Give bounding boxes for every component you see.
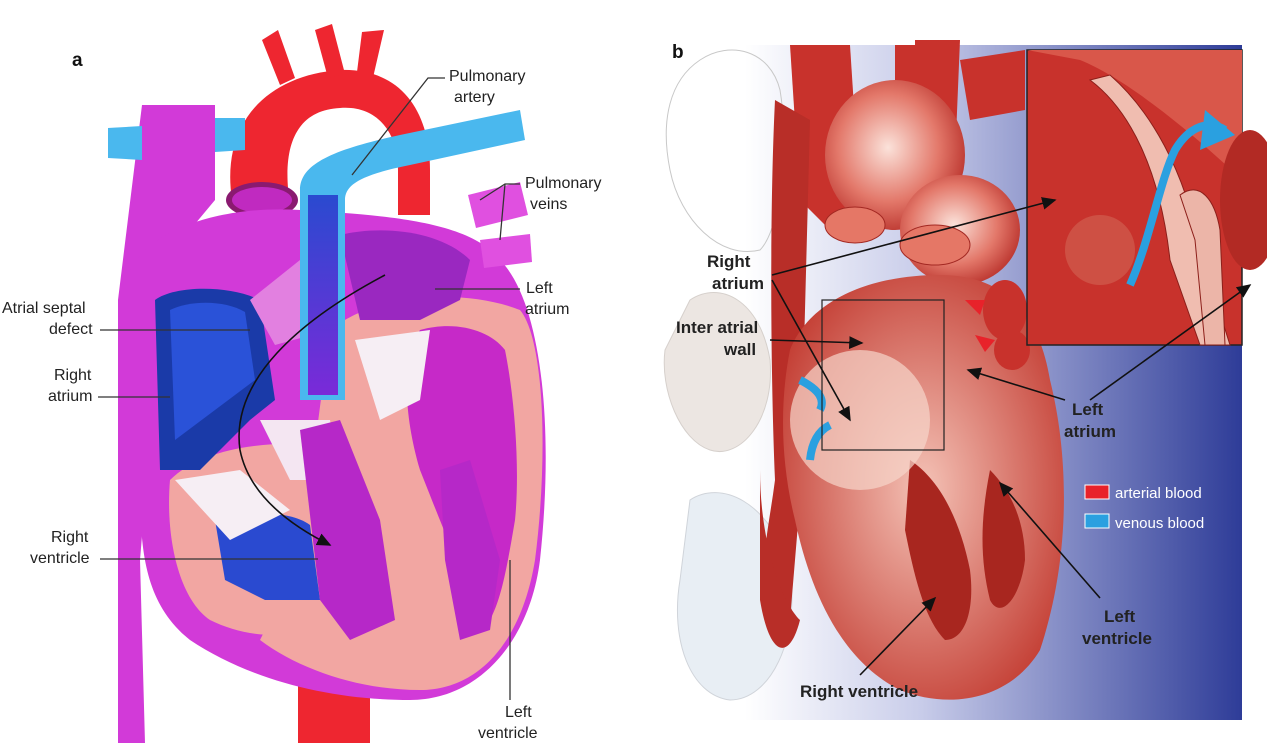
label-right-atrium-b-line2: atrium — [712, 274, 764, 293]
legend: arterial blood venous blood — [1084, 484, 1204, 532]
label-left-atrium-b-line2: atrium — [1064, 422, 1116, 441]
label-left-ventricle-b-line1: Left — [1104, 607, 1136, 626]
legend-swatch-venous — [1084, 513, 1110, 529]
label-left-ventricle-a-line2: ventricle — [478, 725, 538, 742]
label-pulmonary-artery-line1: Pulmonary — [449, 68, 525, 85]
arrow-left-ventricle-b — [998, 481, 1101, 599]
arrow-left-atrium-to-heart — [966, 367, 1066, 401]
label-left-atrium-a-line2: atrium — [525, 301, 569, 318]
label-inter-atrial-line1: Inter atrial — [676, 318, 758, 337]
leader-pulmonary-artery — [351, 77, 445, 176]
label-atrial-septal-defect-line1: Atrial septal — [2, 300, 86, 317]
panel-a-heart — [108, 24, 546, 743]
arrow-right-ventricle-b — [859, 596, 937, 676]
leader-pulmonary-veins — [479, 183, 520, 241]
arrow-right-atrium-to-inset — [771, 197, 1057, 276]
arrow-inter-atrial-wall — [769, 336, 864, 349]
label-pulmonary-veins-line2: veins — [530, 196, 567, 213]
panel-b-heart — [663, 40, 1267, 720]
panel-b-arrows — [769, 197, 1252, 676]
legend-label-venous: venous blood — [1115, 515, 1204, 532]
label-left-ventricle-b-line2: ventricle — [1082, 629, 1152, 648]
panel-a-labels: a Pulmonary artery Pulmonary veins Left … — [2, 50, 601, 742]
panel-a-letter: a — [72, 50, 83, 71]
legend-label-arterial: arterial blood — [1115, 485, 1202, 502]
label-inter-atrial-line2: wall — [723, 340, 756, 359]
label-right-atrium-a-line1: Right — [54, 367, 92, 384]
label-left-ventricle-a-line1: Left — [505, 704, 532, 721]
label-left-atrium-b-line1: Left — [1072, 400, 1104, 419]
label-pulmonary-artery-line2: artery — [454, 89, 495, 106]
label-atrial-septal-defect-line2: defect — [49, 321, 93, 338]
label-left-atrium-a-line1: Left — [526, 280, 553, 297]
arrow-right-atrium-to-heart — [771, 279, 851, 422]
panel-b-labels: b Right atrium Inter atrial wall Left at… — [672, 42, 1152, 701]
label-right-ventricle-a-line2: ventricle — [30, 550, 90, 567]
label-right-ventricle-a-line1: Right — [51, 529, 89, 546]
label-right-atrium-b-line1: Right — [707, 252, 751, 271]
panel-b-letter: b — [672, 42, 684, 63]
arrow-left-atrium-to-inset — [1089, 284, 1252, 401]
label-right-ventricle-b: Right ventricle — [800, 682, 918, 701]
label-pulmonary-veins-line1: Pulmonary — [525, 175, 601, 192]
legend-swatch-arterial — [1084, 484, 1110, 500]
label-right-atrium-a-line2: atrium — [48, 388, 92, 405]
